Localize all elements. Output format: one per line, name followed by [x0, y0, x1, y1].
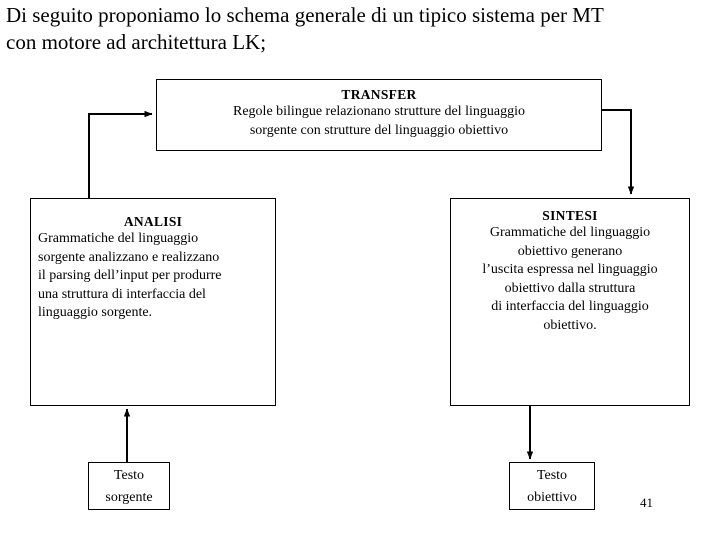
box-transfer: TRANSFER Regole bilingue relazionano str… — [156, 79, 602, 151]
box-sintesi: SINTESI Grammatiche del linguaggio obiet… — [450, 198, 690, 406]
box-sintesi-body: Grammatiche del linguaggio obiettivo gen… — [482, 225, 658, 333]
box-transfer-body: Regole bilingue relazionano strutture de… — [233, 104, 525, 138]
box-transfer-title: TRANSFER — [341, 87, 417, 102]
page-number: 41 — [640, 495, 653, 510]
box-testo-sorgente: Testo sorgente — [88, 462, 170, 510]
slide-title: Di seguito proponiamo lo schema generale… — [6, 3, 604, 54]
box-analisi-body: Grammatiche del linguaggio sorgente anal… — [38, 231, 222, 320]
box-analisi: ANALISI Grammatiche del linguaggio sorge… — [30, 198, 276, 406]
connector-transfer-to-sintesi — [602, 109, 635, 195]
box-testo-obiettivo: Testo obiettivo — [509, 462, 595, 510]
box-sintesi-title: SINTESI — [542, 208, 598, 223]
connector-analisi-to-transfer — [88, 110, 153, 198]
box-analisi-title: ANALISI — [123, 214, 183, 229]
